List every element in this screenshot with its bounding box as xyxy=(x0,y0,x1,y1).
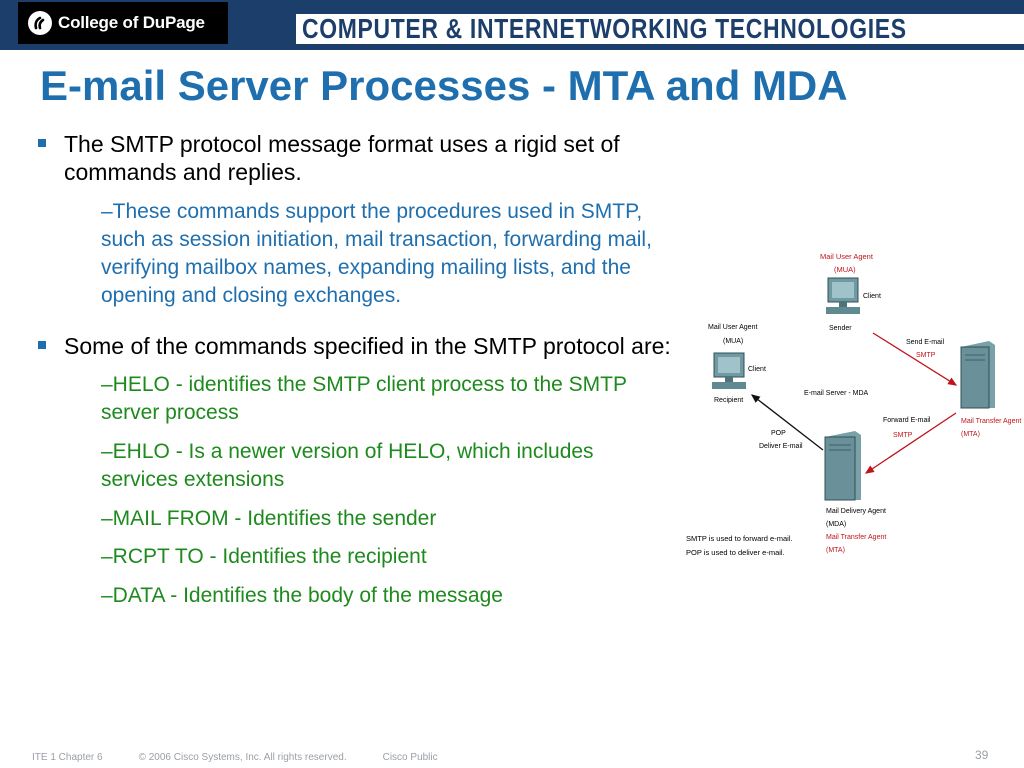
college-logo: College of DuPage xyxy=(18,2,228,44)
mta-server-icon xyxy=(960,341,995,409)
department-banner: COMPUTER & INTERNETWORKING TECHNOLOGIES xyxy=(296,13,1024,44)
sub-bullet-ehlo: –EHLO - Is a newer version of HELO, whic… xyxy=(101,439,594,491)
send-email-label: Send E-mail xyxy=(906,339,945,346)
bullet-smtp-format: The SMTP protocol message format uses a … xyxy=(36,130,676,186)
header-bar: College of DuPage COMPUTER & INTERNETWOR… xyxy=(0,0,1024,50)
bullet-square-icon xyxy=(38,340,46,349)
forward-email-label: Forward E-mail xyxy=(883,417,931,424)
recipient-label: Recipient xyxy=(714,397,743,404)
sub-bullet-mail-from: –MAIL FROM - Identifies the sender xyxy=(101,506,437,530)
slide-title: E-mail Server Processes - MTA and MDA xyxy=(40,62,848,109)
sender-computer-icon xyxy=(826,277,860,314)
footer-course: ITE 1 Chapter 6 xyxy=(32,752,103,763)
sub-bullet-rcpt-to: –RCPT TO - Identifies the recipient xyxy=(101,545,427,569)
college-logo-text: College of DuPage xyxy=(58,13,205,32)
forward-email-arrow xyxy=(864,412,957,474)
bullet-smtp-commands: Some of the commands specified in the SM… xyxy=(36,332,676,360)
footer-copyright: © 2006 Cisco Systems, Inc. All rights re… xyxy=(138,752,347,763)
send-email-arrow xyxy=(872,332,958,386)
recipient-computer-icon xyxy=(712,352,746,389)
sender-mua-label: (MUA) xyxy=(834,265,856,274)
footer-classification: Cisco Public xyxy=(382,752,438,763)
department-banner-text: COMPUTER & INTERNETWORKING TECHNOLOGIES xyxy=(302,13,907,44)
recipient-mua-label: (MUA) xyxy=(723,338,743,345)
legend-pop: POP is used to deliver e-mail. xyxy=(686,548,785,557)
bullet-text: The SMTP protocol message format uses a … xyxy=(64,131,620,186)
legend-smtp: SMTP is used to forward e-mail. xyxy=(686,534,793,543)
page-number: 39 xyxy=(975,748,989,762)
mta-label: Mail Transfer Agent xyxy=(961,418,1021,425)
sender-label: Sender xyxy=(829,325,852,332)
mda-mta-agent-label: Mail Transfer Agent xyxy=(826,534,886,541)
sub-bullet-procedures: –These commands support the procedures u… xyxy=(101,200,652,307)
sender-agent-label: Mail User Agent xyxy=(820,252,874,261)
sender-client-label: Client xyxy=(863,293,881,300)
slide-content: The SMTP protocol message format uses a … xyxy=(36,130,676,610)
deliver-email-label: Deliver E-mail xyxy=(759,443,803,450)
email-process-diagram: Mail User Agent (MUA) Client Sender Mail… xyxy=(686,252,1021,557)
email-server-label: E-mail Server - MDA xyxy=(804,390,869,397)
bullet-square-icon xyxy=(38,139,46,147)
slide-footer: ITE 1 Chapter 6 © 2006 Cisco Systems, In… xyxy=(32,752,438,763)
college-logo-icon xyxy=(28,11,52,35)
recipient-client-label: Client xyxy=(748,366,766,373)
bullet-text: Some of the commands specified in the SM… xyxy=(64,332,671,359)
mta-abbr-label: (MTA) xyxy=(961,431,980,438)
forward-smtp-label: SMTP xyxy=(893,432,913,439)
sub-bullet-helo: –HELO - identifies the SMTP client proce… xyxy=(101,372,627,424)
mda-abbr-label: (MDA) xyxy=(826,521,846,528)
mda-agent-label: Mail Delivery Agent xyxy=(826,508,886,515)
mda-server-icon xyxy=(824,431,861,501)
sub-bullet-data: –DATA - Identifies the body of the messa… xyxy=(101,584,503,608)
pop-label: POP xyxy=(771,430,786,437)
send-smtp-label: SMTP xyxy=(916,352,936,359)
pop-deliver-arrow xyxy=(750,394,824,451)
mda-mta-abbr-label: (MTA) xyxy=(826,547,845,554)
recipient-agent-label: Mail User Agent xyxy=(708,324,757,331)
